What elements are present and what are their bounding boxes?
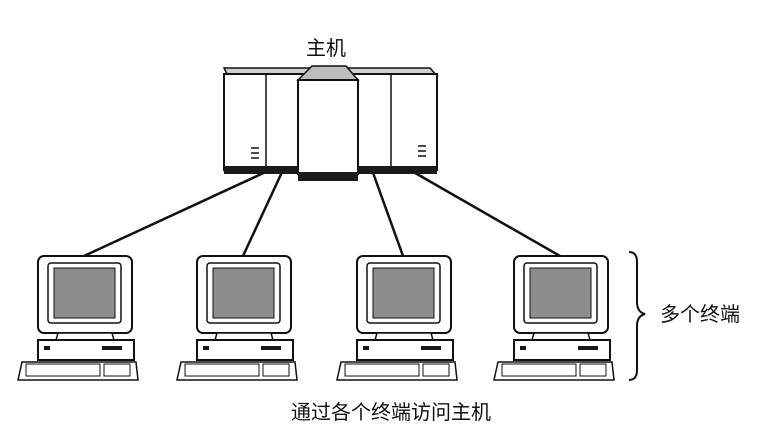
connection-line bbox=[241, 169, 285, 257]
terminals-label: 多个终端 bbox=[660, 302, 740, 326]
terminal-computer-icon bbox=[336, 255, 458, 381]
diagram-caption: 通过各个终端访问主机 bbox=[291, 400, 491, 424]
connection-line bbox=[83, 168, 271, 258]
connection-line bbox=[370, 169, 405, 257]
terminal-computer-icon bbox=[176, 255, 298, 381]
connection-line bbox=[409, 168, 561, 258]
host-label: 主机 bbox=[306, 36, 346, 60]
terminal-computer-icon bbox=[17, 255, 139, 381]
connection-lines bbox=[83, 168, 561, 258]
terminal-computer-icon bbox=[493, 255, 615, 381]
curly-brace-icon bbox=[628, 251, 646, 381]
mainframe-icon bbox=[222, 65, 439, 181]
terminals-group bbox=[17, 255, 615, 381]
